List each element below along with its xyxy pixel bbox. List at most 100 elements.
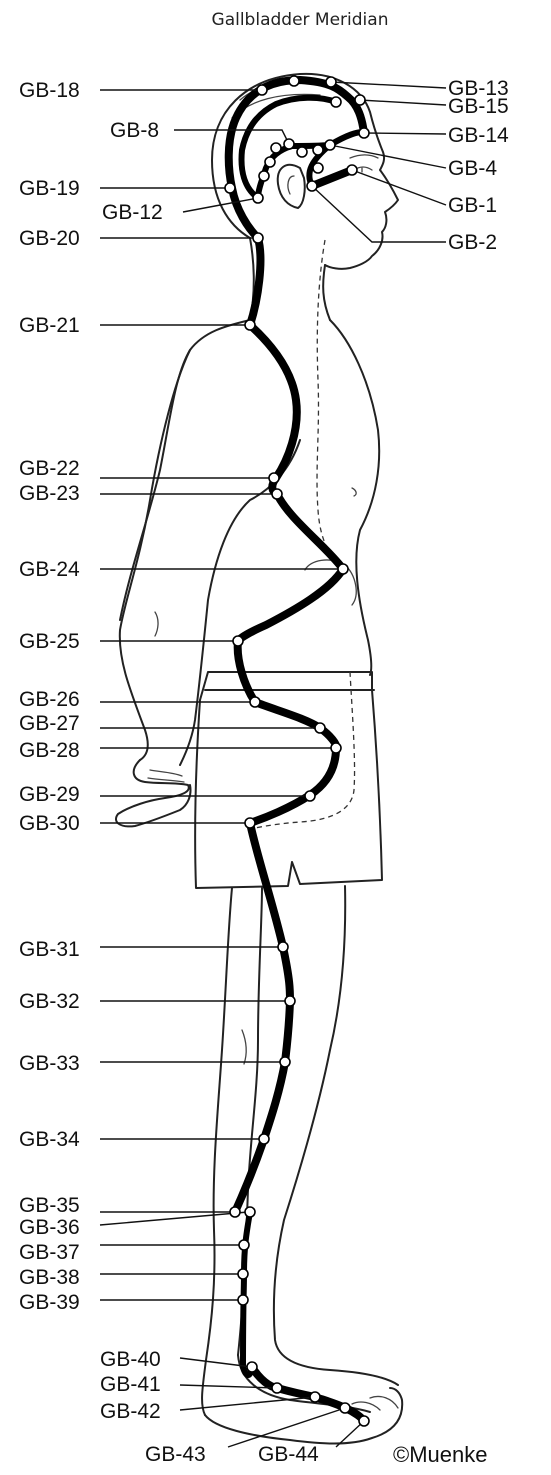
chest-dashed-line	[317, 240, 345, 565]
knee-detail	[242, 1030, 246, 1064]
point-gb26	[250, 697, 260, 707]
point-gb25	[233, 636, 243, 646]
label-gb14: GB-14	[448, 124, 509, 147]
fingers-detail	[148, 770, 184, 782]
point-gb30	[245, 818, 255, 828]
label-gb40: GB-40	[100, 1348, 161, 1371]
point-gb39	[238, 1295, 248, 1305]
acupoint-labels: GB-18 GB-13 GB-15 GB-14 GB-8 GB-4 GB-19 …	[19, 77, 509, 1466]
point-gb43	[340, 1403, 350, 1413]
label-gb38: GB-38	[19, 1266, 80, 1289]
label-gb29: GB-29	[19, 783, 80, 806]
point-gb35	[230, 1207, 240, 1217]
point-gb37	[239, 1240, 249, 1250]
leader-gb43	[228, 1408, 345, 1447]
point-gb8e	[265, 157, 275, 167]
leader-gb36	[100, 1212, 248, 1225]
point-gb27	[315, 723, 325, 733]
label-gb1: GB-1	[448, 194, 497, 217]
label-gb12: GB-12	[102, 201, 163, 224]
back-outline	[120, 320, 250, 620]
point-gb20	[253, 233, 263, 243]
point-gb24	[338, 564, 348, 574]
label-gb41: GB-41	[100, 1373, 161, 1396]
copyright-credit: ©Muenke	[393, 1442, 487, 1467]
meridian-leg-segment	[235, 823, 290, 1212]
label-gb4: GB-4	[448, 157, 497, 180]
label-gb8: GB-8	[110, 119, 159, 142]
label-gb25: GB-25	[19, 630, 80, 653]
point-gb13	[326, 77, 336, 87]
label-gb21: GB-21	[19, 314, 80, 337]
meridian-head-outer-arc	[229, 80, 364, 238]
point-gb8f	[259, 171, 269, 181]
point-gb4	[325, 140, 335, 150]
label-gb44: GB-44	[258, 1443, 319, 1466]
diagram-title: Gallbladder Meridian	[212, 10, 389, 30]
point-gb31	[278, 942, 288, 952]
label-gb39: GB-39	[19, 1291, 80, 1314]
leader-gb15	[360, 100, 446, 105]
point-gb36	[245, 1207, 255, 1217]
leader-gb4	[330, 145, 446, 168]
brow-detail	[350, 155, 378, 158]
label-gb19: GB-19	[19, 177, 80, 200]
label-gb43: GB-43	[145, 1443, 206, 1466]
point-gb32	[285, 996, 295, 1006]
point-gb17	[289, 76, 299, 86]
label-gb15: GB-15	[448, 95, 509, 118]
leader-gb1	[352, 170, 446, 205]
ear-outline	[278, 165, 305, 208]
point-gb29	[305, 791, 315, 801]
label-gb26: GB-26	[19, 688, 80, 711]
point-gb8c	[297, 147, 307, 157]
point-gb8d	[313, 145, 323, 155]
point-gb2	[307, 181, 317, 191]
chest-outline	[330, 320, 379, 675]
point-gb1	[347, 165, 357, 175]
point-gb15b	[331, 97, 341, 107]
point-gb8b	[271, 143, 281, 153]
point-gb23	[272, 489, 282, 499]
label-gb34: GB-34	[19, 1128, 80, 1151]
back-foot-outline	[238, 1355, 370, 1412]
gallbladder-meridian-path	[229, 80, 364, 1421]
point-gb40	[247, 1362, 257, 1372]
ear-detail	[288, 176, 294, 194]
point-gb-temple	[313, 163, 323, 173]
label-gb2: GB-2	[448, 231, 497, 254]
label-gb20: GB-20	[19, 227, 80, 250]
label-gb28: GB-28	[19, 739, 80, 762]
point-gb38	[238, 1269, 248, 1279]
back-leg-outline	[202, 888, 232, 1415]
leader-gb12	[183, 198, 258, 212]
label-gb30: GB-30	[19, 812, 80, 835]
label-gb37: GB-37	[19, 1241, 80, 1264]
label-gb33: GB-33	[19, 1052, 80, 1075]
label-gb22: GB-22	[19, 457, 80, 480]
point-gb42	[310, 1392, 320, 1402]
leader-gb2	[312, 186, 446, 242]
nipple-detail	[352, 488, 356, 496]
label-gb32: GB-32	[19, 990, 80, 1013]
front-leg-outline	[274, 886, 398, 1385]
point-gb19	[225, 183, 235, 193]
point-gb44	[359, 1416, 369, 1426]
elbow-detail	[155, 612, 158, 636]
label-gb24: GB-24	[19, 558, 80, 581]
point-gb15	[355, 95, 365, 105]
point-gb22	[269, 473, 279, 483]
label-gb31: GB-31	[19, 938, 80, 961]
point-gb18	[257, 85, 267, 95]
label-leader-lines	[100, 82, 446, 1447]
label-gb18: GB-18	[19, 79, 80, 102]
meridian-shin-segment	[243, 1212, 252, 1375]
arm-outline	[120, 350, 190, 760]
point-gb14	[359, 128, 369, 138]
point-gb41	[272, 1383, 282, 1393]
point-gb33	[280, 1057, 290, 1067]
point-gb21	[245, 320, 255, 330]
point-gb28	[331, 743, 341, 753]
toes-detail	[352, 1396, 398, 1410]
